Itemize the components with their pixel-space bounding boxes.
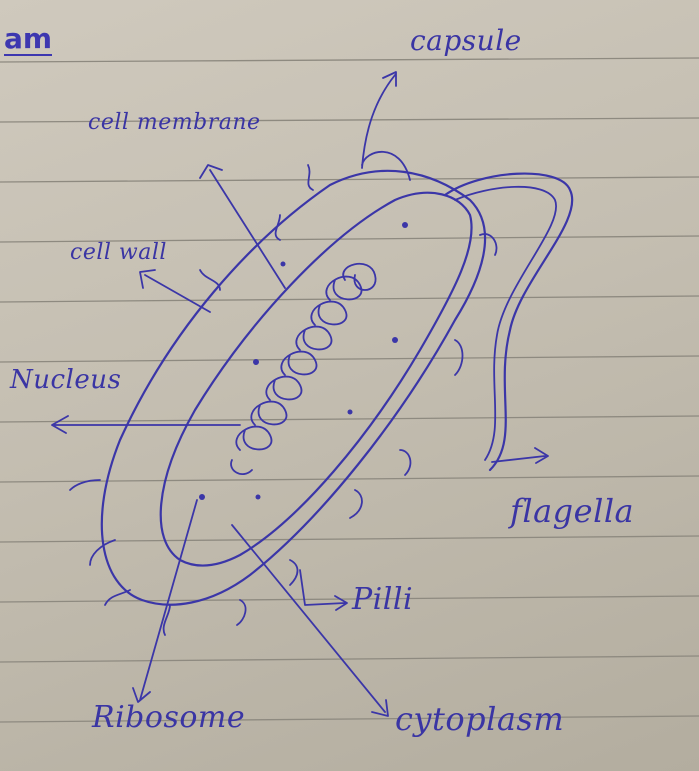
ribosome-dots — [199, 222, 408, 500]
label-ribosome: Ribosome — [92, 700, 245, 735]
label-pilli: Pilli — [352, 582, 413, 617]
label-cytoplasm: cytoplasm — [395, 700, 564, 738]
nucleoid-coil — [231, 264, 376, 474]
label-nucleus: Nucleus — [10, 365, 121, 395]
pili-hairs — [70, 165, 497, 635]
label-flagella: flagella — [510, 492, 634, 530]
label-capsule: capsule — [410, 24, 522, 57]
page-heading: am — [4, 24, 52, 56]
label-cell-wall: cell wall — [70, 240, 167, 265]
cell-wall-outline — [161, 193, 472, 566]
label-cell-membrane: cell membrane — [88, 110, 261, 135]
